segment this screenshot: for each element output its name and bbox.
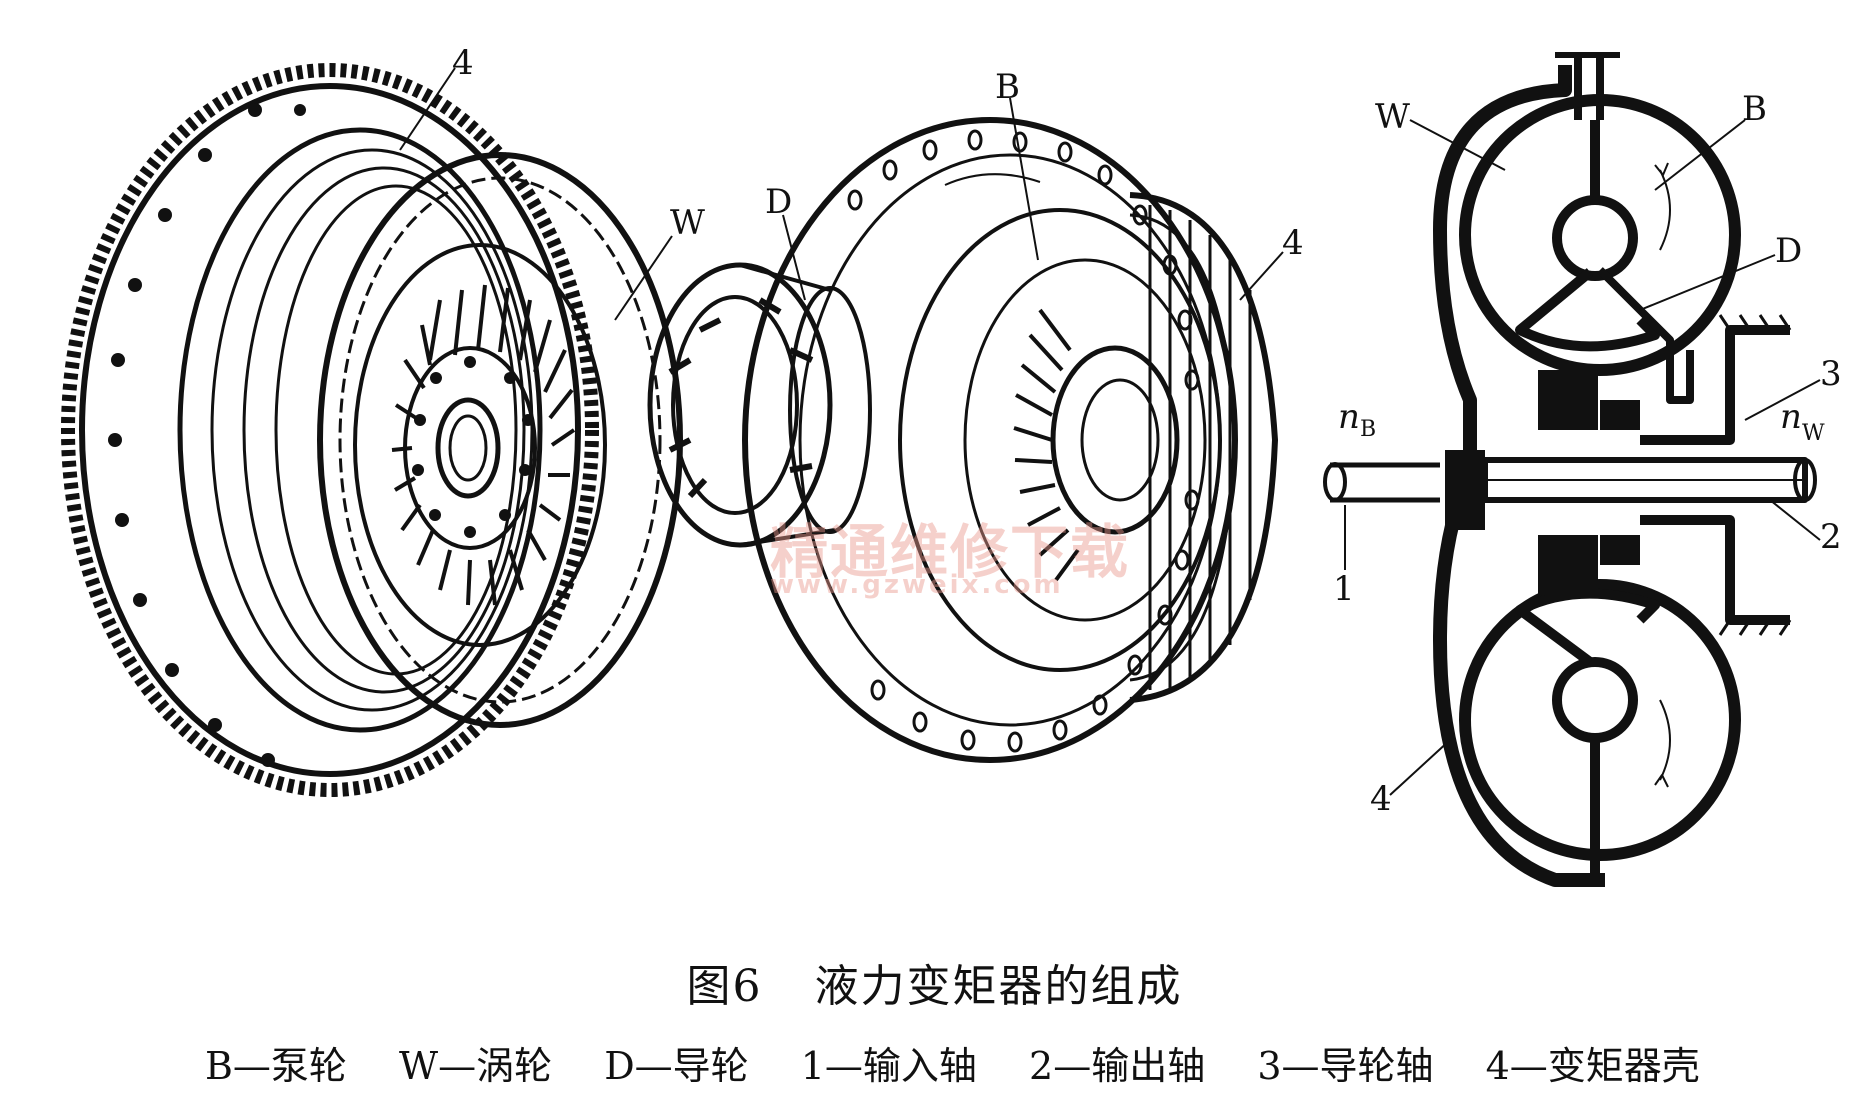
legend-item: W—涡轮 bbox=[399, 1044, 553, 1088]
label-right-2: 2 bbox=[1820, 517, 1842, 557]
legend-item: 2—输出轴 bbox=[1029, 1044, 1206, 1088]
label-mid-D: D bbox=[765, 182, 792, 222]
watermark-url: www.gzweix.com bbox=[770, 570, 1064, 600]
figure-number: 图6 bbox=[686, 961, 763, 1012]
stator-shaft bbox=[1640, 325, 1790, 445]
left-assembly-drawing bbox=[61, 63, 683, 797]
legend-item: B—泵轮 bbox=[205, 1044, 347, 1088]
label-nW-sub: W bbox=[1802, 421, 1825, 446]
ground-hatch bbox=[1718, 314, 1792, 636]
label-left-W: W bbox=[670, 203, 705, 243]
label-mid-B: B bbox=[995, 67, 1020, 107]
pump-flange bbox=[742, 117, 1238, 763]
label-left-4: 4 bbox=[452, 43, 474, 83]
figure-caption: 图6 液力变矩器的组成 bbox=[0, 950, 1869, 1014]
legend-item: 1—输入轴 bbox=[800, 1044, 977, 1088]
ribbed-housing bbox=[1129, 192, 1279, 703]
input-shaft bbox=[1330, 462, 1440, 503]
turbine-outer bbox=[317, 152, 683, 728]
legend: B—泵轮 W—涡轮 D—导轮 1—输入轴 2—输出轴 3—导轮轴 4—变矩器壳 bbox=[205, 1035, 1740, 1090]
labels: 4 W B D 4 W B D 3 2 1 4 n B n W bbox=[452, 43, 1842, 819]
label-right-D: D bbox=[1775, 231, 1802, 271]
turbine-blades bbox=[391, 284, 576, 606]
legend-item: 4—变矩器壳 bbox=[1485, 1044, 1700, 1088]
pump-blades bbox=[1013, 308, 1080, 582]
upper-torus bbox=[1459, 94, 1741, 376]
label-right-W: W bbox=[1375, 97, 1410, 137]
middle-assembly-drawing bbox=[647, 97, 1284, 763]
label-nB-sub: B bbox=[1360, 417, 1376, 442]
stator-lower bbox=[1515, 588, 1660, 667]
label-right-4: 4 bbox=[1370, 779, 1392, 819]
turbine-hub bbox=[403, 346, 537, 550]
hub-blocks bbox=[1445, 370, 1640, 595]
stator-upper bbox=[1515, 268, 1660, 352]
label-right-3: 3 bbox=[1820, 354, 1842, 394]
cross-section-schematic bbox=[1323, 52, 1821, 887]
figure-title: 液力变矩器的组成 bbox=[814, 961, 1183, 1012]
label-mid-4: 4 bbox=[1282, 223, 1304, 263]
label-right-B: B bbox=[1742, 89, 1767, 129]
legend-item: D—导轮 bbox=[604, 1044, 749, 1088]
ring-gear bbox=[61, 63, 599, 797]
watermark-text: 精通维修下载 bbox=[770, 518, 1131, 586]
legend-item: 3—导轮轴 bbox=[1257, 1044, 1434, 1088]
label-nB: n bbox=[1338, 397, 1360, 437]
flange-bolt-holes bbox=[108, 103, 306, 767]
label-nW: n bbox=[1780, 397, 1802, 437]
label-right-1: 1 bbox=[1333, 569, 1355, 609]
